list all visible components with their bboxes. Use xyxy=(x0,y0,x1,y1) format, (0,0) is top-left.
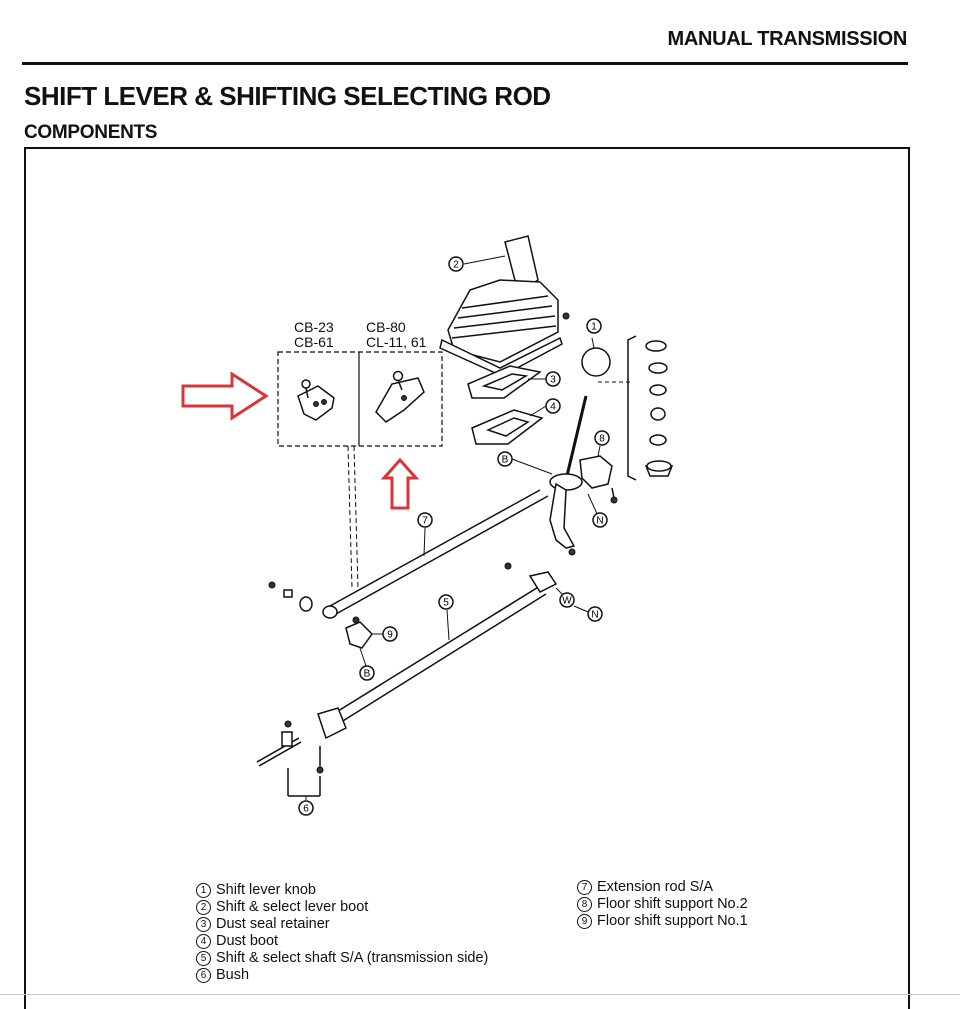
legend-item: 4 Dust boot xyxy=(196,933,488,950)
callout-3: 3 xyxy=(545,371,561,387)
floor-shift-support-1 xyxy=(345,616,373,649)
svg-text:6: 6 xyxy=(303,804,309,815)
figure-frame xyxy=(24,147,910,1009)
legend-label: Shift lever knob xyxy=(216,882,316,898)
variant-right-line2: CL-11, 61 xyxy=(366,334,427,350)
legend-item: 7 Extension rod S/A xyxy=(577,879,748,896)
legend-item: 2 Shift & select lever boot xyxy=(196,899,488,916)
svg-text:9: 9 xyxy=(387,630,393,641)
legend-number: 7 xyxy=(577,880,592,895)
variant-left-line2: CB-61 xyxy=(294,334,334,350)
legend-number: 6 xyxy=(196,968,211,983)
variant-right-line1: CB-80 xyxy=(366,319,406,335)
callout-1: 1 xyxy=(586,318,602,334)
running-head: MANUAL TRANSMISSION xyxy=(667,28,908,50)
legend-item: 6 Bush xyxy=(196,967,488,984)
legend-number: 1 xyxy=(196,883,211,898)
svg-text:7: 7 xyxy=(422,516,428,527)
svg-text:N: N xyxy=(596,516,603,527)
shift-lever-boot xyxy=(439,235,563,377)
bush-stack xyxy=(598,335,674,481)
legend-label: Dust seal retainer xyxy=(216,916,330,932)
legend-label: Extension rod S/A xyxy=(597,879,714,895)
legend-label: Bush xyxy=(216,967,250,983)
callout-n-upper: N xyxy=(592,512,608,528)
select-shaft xyxy=(256,562,558,797)
svg-text:N: N xyxy=(591,610,598,621)
callout-7: 7 xyxy=(417,512,433,528)
legend-label: Shift & select shaft S/A (transmission s… xyxy=(216,950,489,966)
legend-label: Floor shift support No.1 xyxy=(597,913,748,929)
extension-rod xyxy=(268,489,549,619)
legend-number: 9 xyxy=(577,914,592,929)
callout-n-lower: N xyxy=(587,606,603,622)
right-arrow-icon xyxy=(181,371,269,421)
svg-text:B: B xyxy=(502,455,509,466)
header-rule xyxy=(22,62,908,65)
legend-item: 5 Shift & select shaft S/A (transmission … xyxy=(196,950,488,967)
svg-text:3: 3 xyxy=(550,375,556,386)
variant-label-left: CB-23 CB-61 xyxy=(294,320,334,350)
callout-6: 6 xyxy=(298,800,314,816)
bracket-variant-left xyxy=(297,379,335,421)
legend-item: 9 Floor shift support No.1 xyxy=(577,913,748,930)
callout-4: 4 xyxy=(545,398,561,414)
legend-number: 4 xyxy=(196,934,211,949)
legend-item: 3 Dust seal retainer xyxy=(196,916,488,933)
callout-9: 9 xyxy=(382,626,398,642)
legend-number: 8 xyxy=(577,897,592,912)
svg-text:5: 5 xyxy=(443,598,449,609)
legend-item: 1 Shift lever knob xyxy=(196,882,488,899)
variant-label-right: CB-80 CL-11, 61 xyxy=(366,320,426,350)
dust-boot xyxy=(471,409,544,445)
up-arrow-icon xyxy=(380,457,420,510)
svg-text:W: W xyxy=(562,596,572,607)
callout-8: 8 xyxy=(594,430,610,446)
svg-text:8: 8 xyxy=(599,434,605,445)
legend-number: 2 xyxy=(196,900,211,915)
variant-frame xyxy=(277,351,443,589)
dust-seal-retainer xyxy=(467,365,542,399)
legend-label: Floor shift support No.2 xyxy=(597,896,748,912)
legend-item: 8 Floor shift support No.2 xyxy=(577,896,748,913)
callout-b-lower: B xyxy=(359,665,375,681)
legend-label: Shift & select lever boot xyxy=(216,899,369,915)
callout-w: W xyxy=(559,592,575,608)
svg-text:4: 4 xyxy=(550,402,556,413)
bracket-variant-right xyxy=(375,370,425,423)
variant-left-line1: CB-23 xyxy=(294,319,334,335)
legend-number: 3 xyxy=(196,917,211,932)
legend-left: 1 Shift lever knob 2 Shift & select lever … xyxy=(196,882,488,984)
page-title: SHIFT LEVER & SHIFTING SELECTING ROD xyxy=(24,81,551,111)
callout-5: 5 xyxy=(438,594,454,610)
svg-text:2: 2 xyxy=(453,260,459,271)
shift-lever xyxy=(549,312,611,556)
svg-text:1: 1 xyxy=(591,322,597,333)
section-title: COMPONENTS xyxy=(24,122,158,143)
legend-label: Dust boot xyxy=(216,933,279,949)
callout-2: 2 xyxy=(448,256,464,272)
legend-number: 5 xyxy=(196,951,211,966)
svg-text:B: B xyxy=(364,669,371,680)
callout-b-upper: B xyxy=(497,451,513,467)
floor-shift-support-2 xyxy=(579,455,618,504)
